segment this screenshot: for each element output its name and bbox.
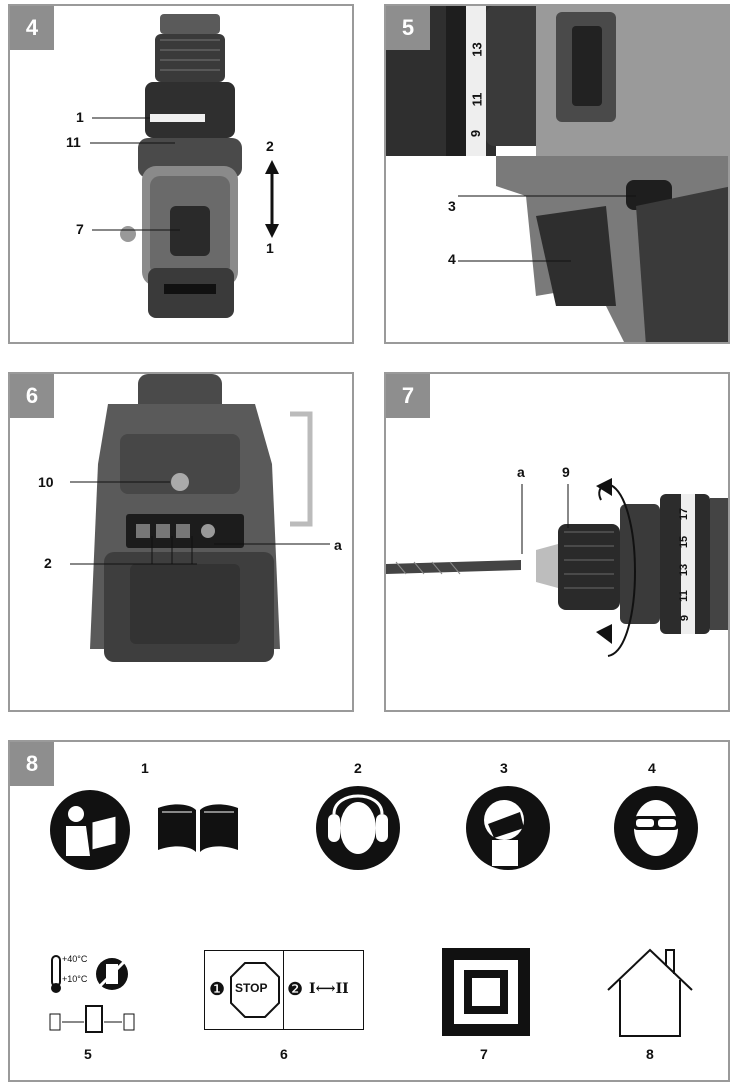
symbol-number-6: 6 xyxy=(280,1046,288,1062)
callout-11: 11 xyxy=(66,134,81,150)
ring-number-9: 9 xyxy=(468,129,484,138)
callout-3: 3 xyxy=(448,198,456,214)
panel-number: 7 xyxy=(386,374,430,418)
callout-a: a xyxy=(334,537,342,553)
indoor-use-icon xyxy=(607,948,693,1037)
symbol-number-1: 1 xyxy=(141,760,149,776)
chuck-drill-bit-photo xyxy=(386,374,728,710)
switch-text: I⟷II xyxy=(309,981,349,997)
ring-number-11: 11 xyxy=(677,590,690,602)
symbol-number-8: 8 xyxy=(646,1046,654,1062)
symbol-number-7: 7 xyxy=(480,1046,488,1062)
battery-pack-photo xyxy=(10,374,352,710)
figure-panel-7: 7 17 15 13 11 9 a 9 xyxy=(384,372,730,712)
battery-temperature-icon xyxy=(49,955,135,1033)
drill-front-photo xyxy=(10,6,352,342)
temp-low-label: +10°C xyxy=(62,974,88,984)
ring-number-11: 11 xyxy=(469,92,485,107)
callout-1: 1 xyxy=(76,109,84,125)
callout-2: 2 xyxy=(266,138,274,154)
callout-2: 2 xyxy=(44,555,52,571)
figure-panel-5: 5 13 11 9 3 4 xyxy=(384,4,730,344)
symbol-number-4: 4 xyxy=(648,760,656,776)
callout-7: 7 xyxy=(76,221,84,237)
panel-number: 4 xyxy=(10,6,54,50)
callout-4: 4 xyxy=(448,251,456,267)
panel-number: 8 xyxy=(10,742,54,786)
panel-number: 5 xyxy=(386,6,430,50)
stop-octagon-icon xyxy=(230,962,280,1018)
ring-number-13: 13 xyxy=(678,563,691,577)
step2-icon: ❷ xyxy=(287,979,304,999)
symbol-number-5: 5 xyxy=(84,1046,92,1062)
ring-number-9: 9 xyxy=(679,614,692,622)
drill-side-photo xyxy=(386,6,728,342)
callout-9: 9 xyxy=(562,464,570,480)
ring-number-15: 15 xyxy=(678,535,691,549)
stop-text: STOP xyxy=(235,981,268,995)
ring-number-13: 13 xyxy=(469,42,485,57)
figure-panel-6: 6 10 2 a xyxy=(8,372,354,712)
step1-icon: ❶ xyxy=(209,979,226,999)
figure-panel-8: 8 1 2 3 4 xyxy=(8,740,730,1082)
panel-number: 6 xyxy=(10,374,54,418)
double-insulation-icon xyxy=(442,948,530,1036)
eye-protection-icon xyxy=(614,786,698,870)
stop-switch-icon: ❶ STOP ❷ I⟷II xyxy=(204,950,364,1030)
callout-a: a xyxy=(517,464,525,480)
callout-10: 10 xyxy=(38,474,54,490)
symbol-number-2: 2 xyxy=(354,760,362,776)
figure-panel-4: 4 1 11 7 2 1 xyxy=(8,4,354,344)
read-manual-icon xyxy=(50,790,130,870)
temp-high-label: +40°C xyxy=(62,954,88,964)
callout-1-bottom: 1 xyxy=(266,240,274,256)
symbol-number-3: 3 xyxy=(500,760,508,776)
dust-mask-icon xyxy=(466,786,550,870)
ring-number-17: 17 xyxy=(678,507,691,521)
ear-protection-icon xyxy=(316,786,400,870)
book-icon xyxy=(158,804,238,852)
